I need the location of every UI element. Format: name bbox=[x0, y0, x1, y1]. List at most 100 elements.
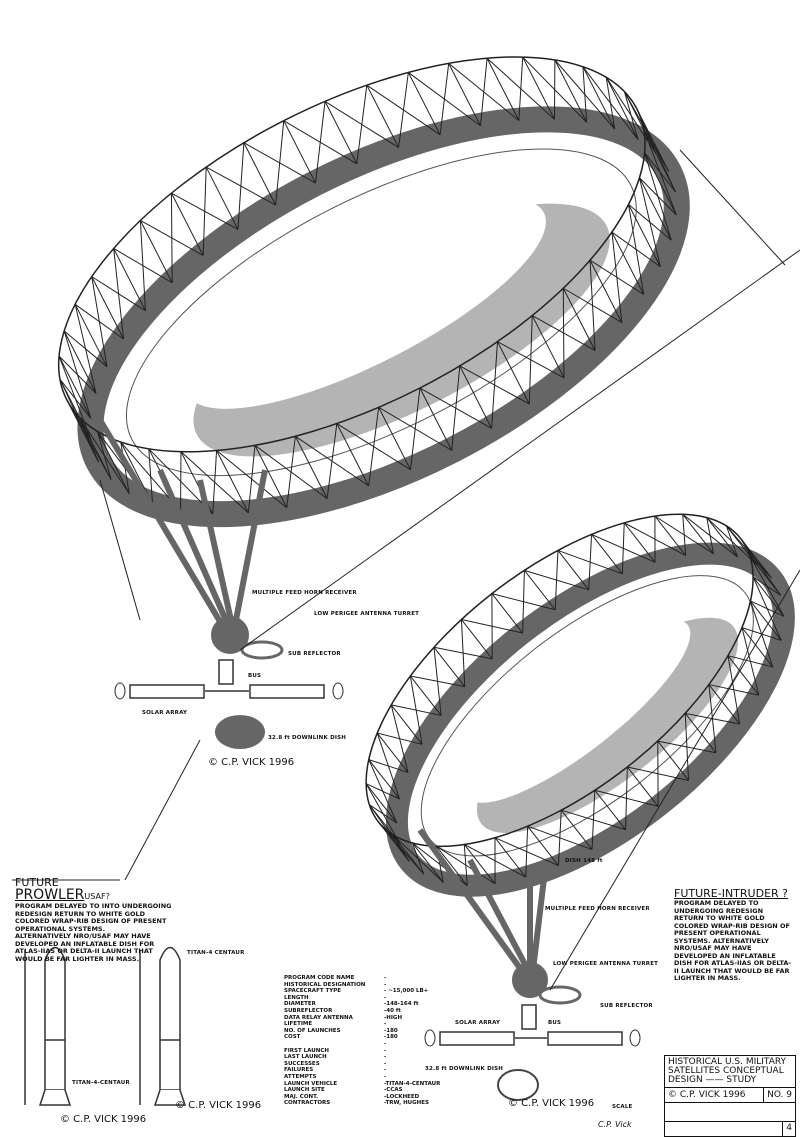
truss-member bbox=[639, 177, 672, 241]
truss-member bbox=[216, 450, 288, 509]
truss-member bbox=[589, 260, 623, 323]
truss-member bbox=[497, 341, 530, 405]
spec-key: LAUNCH SITE bbox=[284, 1087, 325, 1094]
label-low-perigee-2: LOW PERIGEE ANTENNA TURRET bbox=[553, 961, 659, 967]
truss-member bbox=[336, 423, 370, 487]
spec-row: DIAMETER-148-164 ft bbox=[284, 1001, 440, 1008]
truss-member bbox=[750, 600, 782, 641]
truss-member bbox=[611, 231, 645, 295]
spec-row: MAJ. CONT.-LOCKHEED bbox=[284, 1094, 440, 1101]
spec-value: -TRW, HUGHES bbox=[384, 1100, 429, 1107]
spec-value: -180 bbox=[384, 1027, 398, 1034]
truss-member bbox=[237, 142, 245, 230]
truss-member bbox=[419, 387, 453, 451]
signature: C.P. Vick bbox=[598, 1120, 632, 1129]
truss-member bbox=[433, 647, 442, 716]
truss-member bbox=[392, 834, 444, 883]
spec-row: - bbox=[284, 1041, 440, 1048]
truss-member bbox=[63, 330, 92, 419]
copyright-bottom: © C.P. VICK 1996 bbox=[508, 1098, 595, 1109]
spec-key: SUBREFLECTOR bbox=[284, 1007, 333, 1014]
truss-member bbox=[654, 516, 656, 563]
truss-member bbox=[628, 204, 672, 241]
truss-member bbox=[479, 58, 488, 126]
prowler-name: PROWLER bbox=[15, 887, 85, 903]
truss-member bbox=[59, 378, 99, 463]
truss-member bbox=[368, 804, 401, 845]
truss-member bbox=[594, 789, 627, 830]
spec-row: DATA RELAY ANTENNA-HIGH bbox=[284, 1015, 440, 1022]
truss-member bbox=[376, 732, 409, 773]
prowler-para1: Program delayed to into undergoing redes… bbox=[15, 902, 172, 933]
truss-member bbox=[684, 713, 717, 754]
title-block-title: HISTORICAL U.S. MILITARY SATELLITES CONC… bbox=[665, 1056, 795, 1088]
truss-member bbox=[554, 59, 588, 123]
spec-row: SPACECRAFT TYPE- ~15,000 LB+ bbox=[284, 988, 440, 995]
truss-member bbox=[706, 517, 738, 558]
spec-row: SUCCESSES- bbox=[284, 1061, 440, 1068]
intruder-body: Program delayed to undergoing redesign r… bbox=[674, 899, 792, 982]
rocket-left-label: TITAN-4-CENTAUR bbox=[72, 1080, 130, 1086]
truss-member bbox=[368, 804, 410, 862]
title-block-sheet: 4 bbox=[782, 1122, 795, 1136]
spec-row: HISTORICAL DESIGNATION- bbox=[284, 982, 440, 989]
label-sub-reflector: SUB REFLECTOR bbox=[288, 651, 341, 657]
truss-member bbox=[627, 766, 689, 781]
truss-member bbox=[368, 759, 398, 824]
truss-member bbox=[113, 248, 146, 312]
truss-member bbox=[741, 627, 774, 668]
truss-member bbox=[527, 825, 593, 851]
truss-member bbox=[398, 72, 409, 148]
spec-key: NO. OF LAUNCHES bbox=[284, 1027, 341, 1034]
spec-value: - bbox=[384, 981, 387, 988]
title-block: HISTORICAL U.S. MILITARY SATELLITES CONC… bbox=[664, 1055, 796, 1137]
spec-row: LIFETIME- bbox=[284, 1021, 440, 1028]
truss-member bbox=[554, 550, 559, 610]
truss-member bbox=[621, 522, 625, 574]
spec-value: -HIGH bbox=[384, 1014, 403, 1021]
truss-member bbox=[139, 220, 146, 311]
spec-key: FIRST LAUNCH bbox=[284, 1047, 329, 1054]
spec-key: LIFETIME bbox=[284, 1021, 313, 1028]
truss-member bbox=[623, 522, 656, 563]
label-solar-array-2: SOLAR ARRAY bbox=[455, 1020, 501, 1026]
spec-value: - ~15,000 LB+ bbox=[384, 988, 429, 995]
truss-member bbox=[725, 525, 739, 558]
truss-member bbox=[727, 655, 760, 696]
spec-value: - bbox=[384, 1054, 387, 1061]
truss-member bbox=[591, 534, 623, 575]
truss-member bbox=[682, 514, 687, 556]
truss-member bbox=[63, 330, 97, 394]
spec-table: PROGRAM CODE NAME-HISTORICAL DESIGNATION… bbox=[284, 975, 440, 1107]
truss-member bbox=[254, 444, 328, 500]
spec-key: DIAMETER bbox=[284, 1001, 316, 1008]
spec-row: FIRST LAUNCH- bbox=[284, 1048, 440, 1055]
truss-member bbox=[315, 101, 326, 184]
label-dish-size: DISH 148 ft bbox=[565, 858, 603, 864]
top-bus-assembly bbox=[97, 418, 344, 749]
truss-member bbox=[378, 406, 452, 451]
spec-key: SUCCESSES bbox=[284, 1060, 320, 1067]
spec-key: FAILURES bbox=[284, 1067, 314, 1074]
spec-row: FAILURES- bbox=[284, 1067, 440, 1074]
spec-key: COST bbox=[284, 1034, 301, 1041]
spec-value: - bbox=[384, 975, 387, 981]
truss-member bbox=[623, 91, 639, 140]
truss-member bbox=[523, 570, 556, 611]
truss-member bbox=[59, 378, 93, 442]
truss-member bbox=[366, 84, 400, 148]
truss-member bbox=[494, 837, 559, 867]
label-feed-horn-2: MULTIPLE FEED HORN RECEIVER bbox=[545, 906, 650, 912]
truss-member bbox=[460, 619, 466, 687]
truss-member bbox=[171, 192, 204, 256]
spec-row: NO. OF LAUNCHES -180 bbox=[284, 1028, 440, 1035]
spec-row: LENGTH- bbox=[284, 995, 440, 1002]
truss-member bbox=[459, 365, 493, 429]
truss-member bbox=[74, 304, 97, 394]
truss-member bbox=[378, 407, 411, 470]
truss-member bbox=[365, 783, 401, 845]
prowler-para2: Alternatively NRO/USAF may have develope… bbox=[15, 932, 155, 963]
truss-member bbox=[639, 177, 677, 216]
spec-key bbox=[284, 1041, 384, 1048]
